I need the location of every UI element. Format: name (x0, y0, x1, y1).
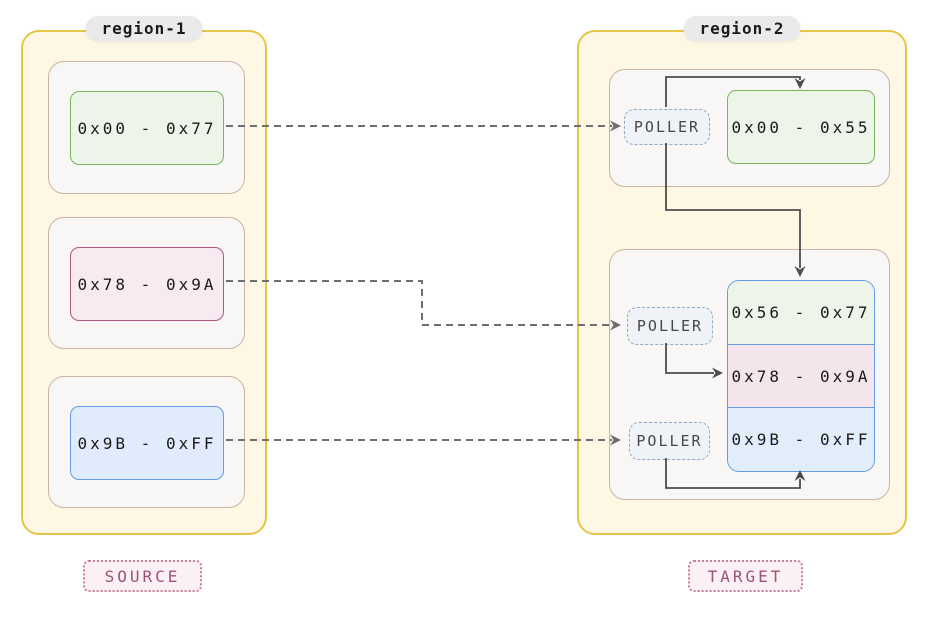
region-1-group-2: 0x78 - 0x9A (48, 217, 245, 349)
dashed-arrow-src2-to-poller2 (226, 280, 612, 326)
source-tag: SOURCE (83, 560, 202, 592)
region-2-title: region-2 (683, 16, 801, 41)
region-1-title: region-1 (85, 16, 203, 41)
region-2-container: region-2 POLLER 0x00 - 0x55 POLLER POLLE… (577, 16, 907, 535)
stack-segment-3: 0x9B - 0xFF (728, 407, 874, 471)
region-1-group-3: 0x9B - 0xFF (48, 376, 245, 508)
region-1-container: region-1 0x00 - 0x77 0x78 - 0x9A 0x9B - … (21, 16, 267, 535)
poller-box-1: POLLER (624, 109, 710, 145)
target-range-stack: 0x56 - 0x77 0x78 - 0x9A 0x9B - 0xFF (727, 280, 875, 472)
stack-segment-1: 0x56 - 0x77 (728, 281, 874, 344)
stack-segment-2: 0x78 - 0x9A (728, 343, 874, 408)
poller-box-2: POLLER (627, 307, 713, 345)
source-range-block-2: 0x78 - 0x9A (70, 247, 224, 321)
target-tag: TARGET (688, 560, 803, 592)
source-range-block-1: 0x00 - 0x77 (70, 91, 224, 165)
target-range-block-top: 0x00 - 0x55 (727, 90, 875, 164)
poller-box-3: POLLER (629, 422, 710, 460)
source-range-block-3: 0x9B - 0xFF (70, 406, 224, 480)
region-1-group-1: 0x00 - 0x77 (48, 61, 245, 194)
